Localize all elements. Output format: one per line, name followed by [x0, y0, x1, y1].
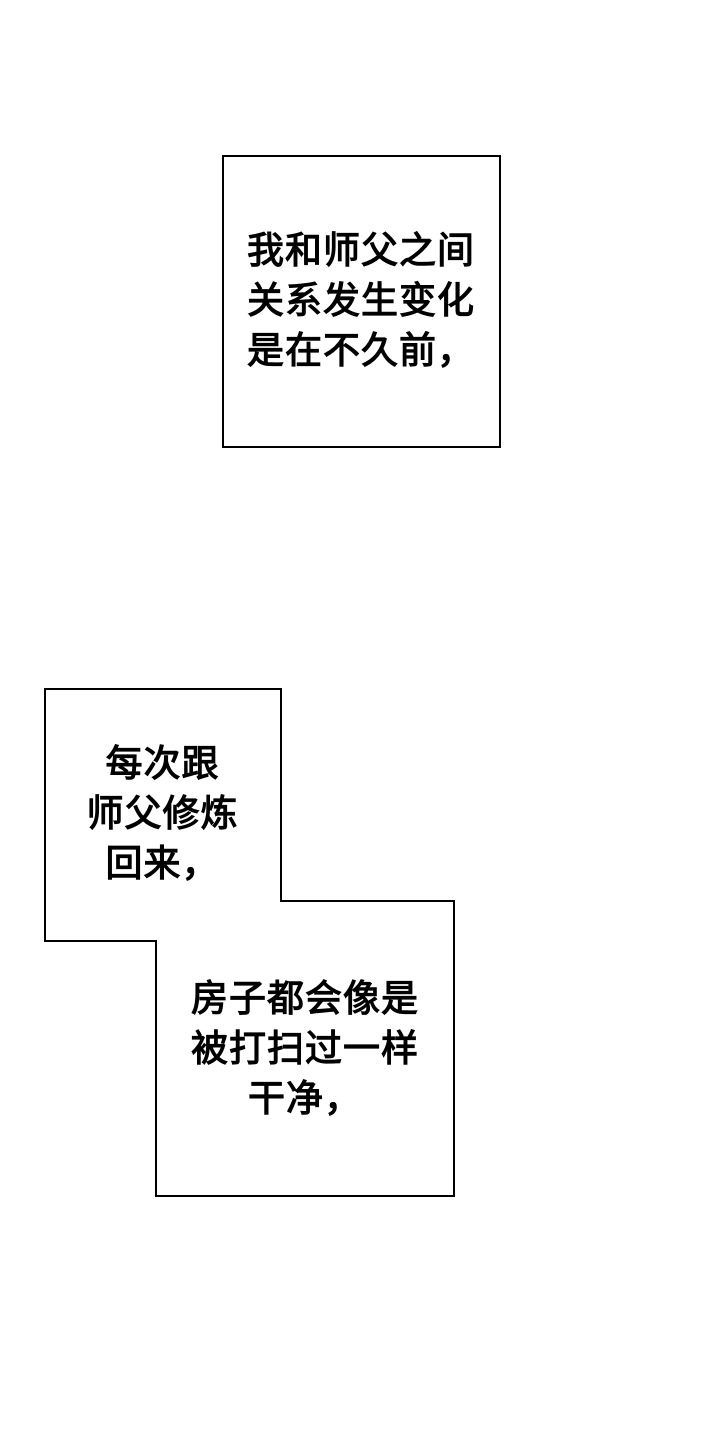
- narration-box-1: 我和师父之间 关系发生变化 是在不久前，: [222, 155, 500, 447]
- narration-line: 我和师父之间: [247, 230, 475, 271]
- narration-line: 师父修炼: [86, 793, 239, 834]
- narration-panel-2-outline: [44, 688, 455, 1197]
- narration-box-2: 每次跟 师父修炼 回来，: [44, 688, 281, 940]
- narration-line: 是在不久前，: [247, 330, 475, 371]
- narration-panel-1-outline: [222, 155, 501, 448]
- narration-line: 房子都会像是: [191, 977, 419, 1019]
- narration-line: 被打扫过一样: [191, 1027, 419, 1069]
- narration-line: 每次跟: [105, 743, 220, 784]
- narration-line: 干净，: [248, 1077, 362, 1119]
- narration-line: 关系发生变化: [247, 280, 475, 321]
- narration-box-3: 房子都会像是 被打扫过一样 干净，: [155, 900, 455, 1197]
- narration-line: 回来，: [105, 843, 220, 884]
